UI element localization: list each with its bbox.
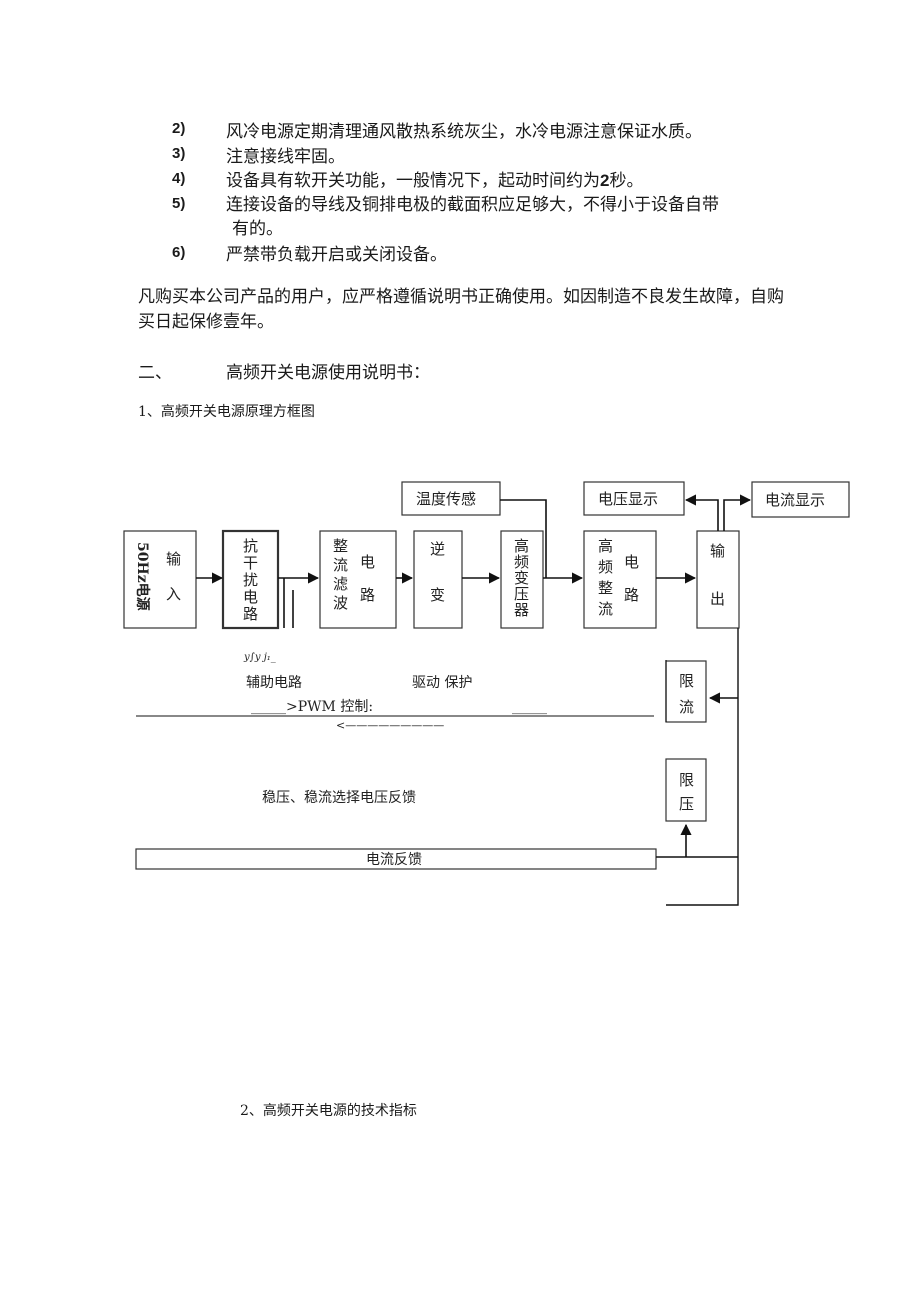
current-limit-block	[665, 660, 707, 723]
feedback-select-label: 稳压、稳流选择电压反馈	[262, 790, 416, 806]
svg-text:器: 器	[514, 601, 529, 619]
svg-text:路: 路	[624, 586, 639, 604]
temp-sensor-block	[401, 481, 501, 516]
hf-rectifier-block	[583, 530, 657, 629]
svg-text:逆: 逆	[430, 540, 445, 558]
rectifier-filter-block	[319, 530, 397, 629]
svg-text:限: 限	[679, 771, 694, 789]
voltage-display-label: 电压显示	[598, 490, 658, 508]
svg-text:高: 高	[598, 537, 613, 555]
svg-text:高: 高	[514, 537, 529, 555]
svg-text:电: 电	[243, 588, 258, 606]
svg-text:流: 流	[333, 556, 348, 574]
pwm-label: _____>PWM 控制:	[251, 699, 373, 715]
section-number: 二、	[138, 363, 172, 383]
input-block	[123, 530, 197, 629]
input-source-label: 50Hz电源	[134, 542, 151, 611]
svg-text:输: 输	[710, 542, 725, 560]
input-char: 输	[166, 550, 181, 568]
list-item: 设备具有软开关功能，一般情况下，起动时间约为2秒。	[226, 171, 644, 191]
svg-text:整: 整	[598, 579, 613, 597]
aux-circuit-label: 辅助电路	[246, 675, 302, 691]
svg-text:频: 频	[514, 553, 529, 571]
list-item: 注意接线牢固。	[226, 147, 345, 167]
section-title: 高频开关电源使用说明书：	[226, 363, 430, 383]
current-display-block	[751, 481, 850, 518]
svg-text:路: 路	[360, 586, 375, 604]
svg-text:波: 波	[333, 594, 348, 612]
svg-text:抗: 抗	[243, 537, 258, 555]
anti-interference-block	[221, 529, 280, 630]
svg-text:变: 变	[514, 569, 529, 587]
list-number: 3)	[172, 145, 186, 162]
current-feedback-label: 电流反馈	[366, 852, 422, 868]
list-number: 6)	[172, 244, 186, 261]
svg-text:干: 干	[243, 554, 258, 572]
garbled-label: y∫y j₁_	[243, 652, 276, 663]
list-number: 5)	[172, 195, 186, 212]
svg-text:流: 流	[679, 698, 694, 716]
list-number: 2)	[172, 120, 186, 137]
svg-text:压: 压	[679, 795, 694, 813]
temp-sensor-label: 温度传感	[416, 490, 476, 508]
svg-text:出: 出	[710, 590, 725, 608]
warranty-paragraph: 凡购买本公司产品的用户，应严格遵循说明书正确使用。如因制造不良发生故障，自购 买…	[138, 287, 784, 332]
svg-text:滤: 滤	[333, 575, 348, 593]
list-item-continuation: 有的。	[232, 219, 283, 239]
svg-text:扰: 扰	[243, 571, 258, 589]
dashed-arrow-label: <—————————	[336, 719, 444, 732]
current-feedback-bar	[135, 848, 657, 870]
diagram-caption: 1、高频开关电源原理方框图	[138, 404, 315, 420]
voltage-display-block	[583, 481, 685, 516]
input-char: 入	[166, 585, 181, 603]
svg-text:整: 整	[333, 537, 348, 555]
list-item: 风冷电源定期清理通风散热系统灰尘，水冷电源注意保证水质。	[226, 122, 702, 142]
svg-text:流: 流	[598, 600, 613, 618]
list-number: 4)	[172, 170, 186, 187]
voltage-limit-block	[665, 758, 707, 822]
svg-text:限: 限	[679, 672, 694, 690]
list-item: 严禁带负载开启或关闭设备。	[226, 245, 447, 265]
svg-text:变: 变	[430, 586, 445, 604]
pwm-underline: _____	[512, 699, 547, 715]
current-display-label: 电流显示	[765, 491, 825, 509]
output-block	[696, 530, 740, 629]
svg-text:电: 电	[624, 553, 639, 571]
inverter-block	[413, 530, 463, 629]
svg-text:电: 电	[360, 553, 375, 571]
svg-text:压: 压	[514, 585, 529, 603]
svg-text:频: 频	[598, 558, 613, 576]
svg-text:路: 路	[243, 605, 258, 623]
hf-transformer-block	[500, 530, 544, 629]
list-item: 连接设备的导线及铜排电极的截面积应足够大，不得小于设备自带	[226, 195, 719, 215]
tech-spec-heading: 2、高频开关电源的技术指标	[240, 1103, 417, 1119]
drive-protect-label: 驱动 保护	[412, 675, 472, 691]
